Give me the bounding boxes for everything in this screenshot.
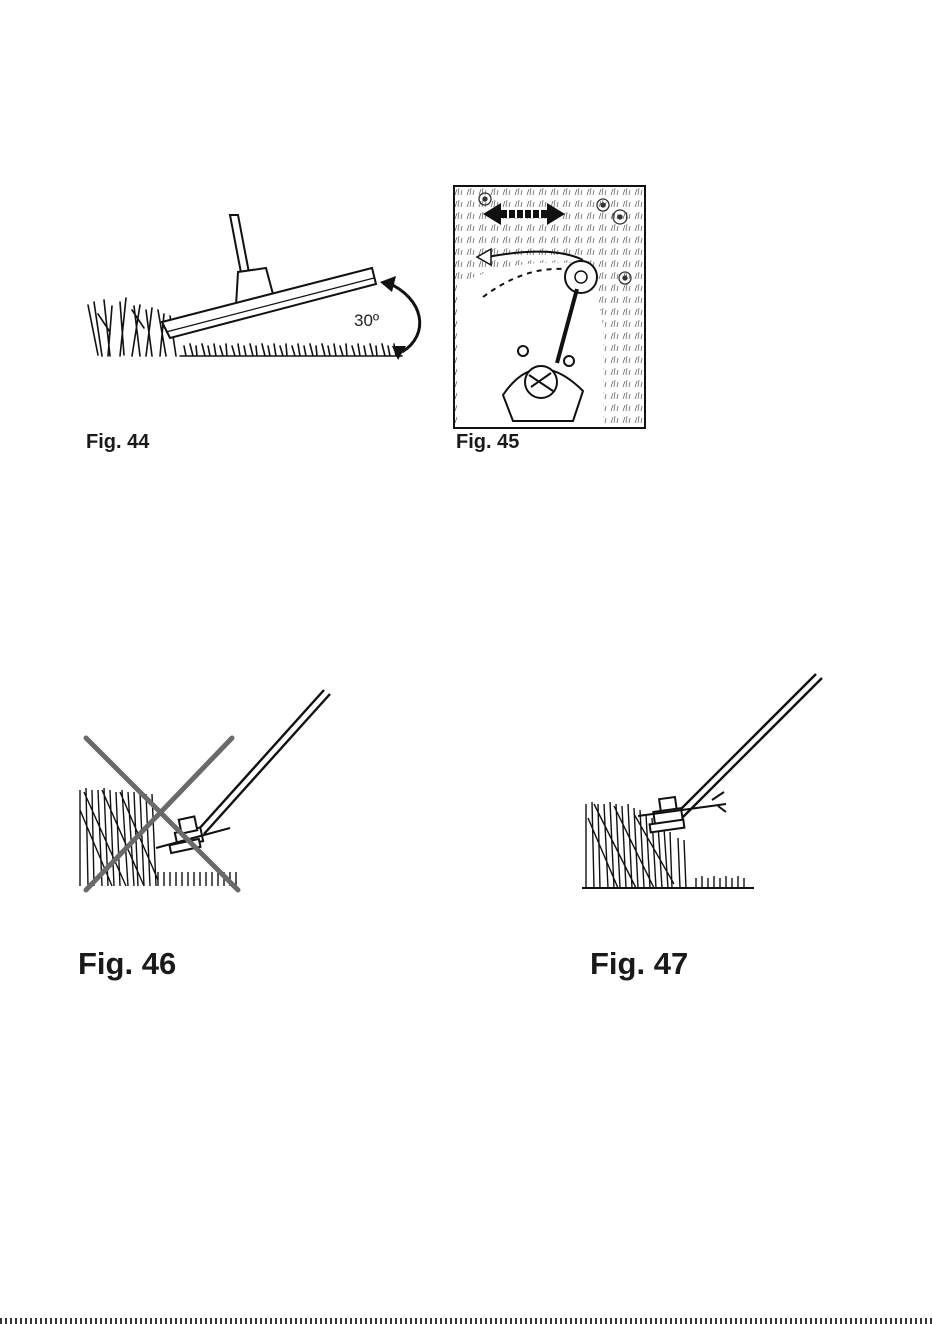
fig46-caption: Fig. 46: [78, 946, 176, 982]
fig44-angle-label: 30º: [354, 311, 379, 330]
fig47-trimmer-head: [638, 792, 726, 832]
fig44-angle-arrow: [386, 282, 420, 352]
fig44-illustration: 30º: [80, 210, 430, 370]
fig44-short-grass: [180, 344, 402, 356]
fig47-short-grass: [696, 876, 744, 888]
fig47-caption: Fig. 47: [590, 946, 688, 982]
fig46-tall-grass: [80, 788, 158, 886]
fig47-shaft: [676, 674, 822, 818]
fig46-wrong-cross: [86, 738, 238, 890]
fig46-illustration: [72, 680, 342, 900]
fig45-illustration: [453, 185, 646, 429]
fig46-shaft: [198, 690, 330, 834]
fig47-illustration: [578, 668, 838, 898]
fig45-caption: Fig. 45: [456, 431, 519, 454]
fig44-shaft: [230, 215, 250, 278]
page-bottom-edge: [0, 1318, 933, 1324]
fig44-tall-grass: [88, 298, 176, 356]
fig44-caption: Fig. 44: [86, 431, 149, 454]
